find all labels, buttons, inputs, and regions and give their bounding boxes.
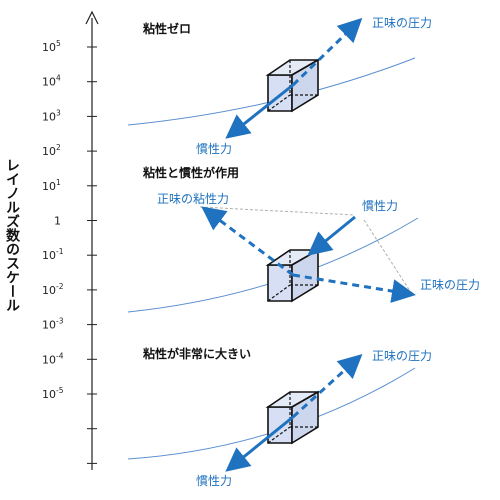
net-pressure-label: 正味の圧力 — [372, 349, 432, 363]
inertia-arrow — [225, 415, 294, 472]
y-axis-arrow-icon — [85, 10, 99, 25]
axis-tick-label: 10-5 — [42, 386, 64, 401]
net-pressure-label: 正味の圧力 — [372, 16, 432, 30]
axis-tick-label: 103 — [42, 108, 61, 123]
y-axis-ticks: 105 104 103 102 101 1 10-1 10-2 10-3 10-4 10-5 — [42, 39, 97, 464]
axis-tick-label: 102 — [42, 143, 61, 158]
axis-tick-label: 105 — [42, 39, 61, 54]
axis-tick-label: 10-4 — [42, 351, 64, 366]
axis-tick-label: 10-1 — [42, 247, 64, 262]
inertia-label: 慣性力 — [362, 198, 398, 213]
axis-tick-label: 10-3 — [42, 317, 64, 332]
inertia-arrow — [225, 83, 294, 139]
inertia-arrow — [307, 215, 356, 256]
panel-zero-viscosity: 粘性ゼロ 正味の圧力 慣性力 — [127, 16, 432, 156]
inertia-label: 慣性力 — [196, 141, 232, 156]
panel-title: 粘性ゼロ — [143, 21, 191, 36]
panel-high-viscosity: 粘性が非常に大きい 正味の圧力 慣性力 — [127, 346, 432, 488]
panel-title: 粘性が非常に大きい — [143, 346, 251, 361]
axis-tick-label: 10-2 — [42, 282, 64, 297]
inertia-label: 慣性力 — [196, 473, 232, 488]
axis-tick-label: 1 — [54, 215, 61, 228]
net-pressure-arrow — [291, 17, 363, 87]
net-viscous-label: 正味の粘性力 — [157, 191, 229, 206]
y-axis-label: レイノルズ数のスケール — [4, 158, 20, 312]
axis-tick-label: 104 — [42, 74, 61, 89]
panel-title: 粘性と慣性が作用 — [143, 165, 239, 180]
net-viscous-arrow — [201, 206, 294, 277]
net-pressure-arrow — [291, 353, 363, 419]
net-pressure-label: 正味の圧力 — [420, 278, 480, 292]
panel-viscosity-and-inertia: 粘性と慣性が作用 正味の粘性力 慣性力 正味の圧力 — [127, 165, 480, 313]
net-pressure-arrow — [292, 273, 416, 303]
axis-tick-label: 101 — [42, 178, 61, 193]
